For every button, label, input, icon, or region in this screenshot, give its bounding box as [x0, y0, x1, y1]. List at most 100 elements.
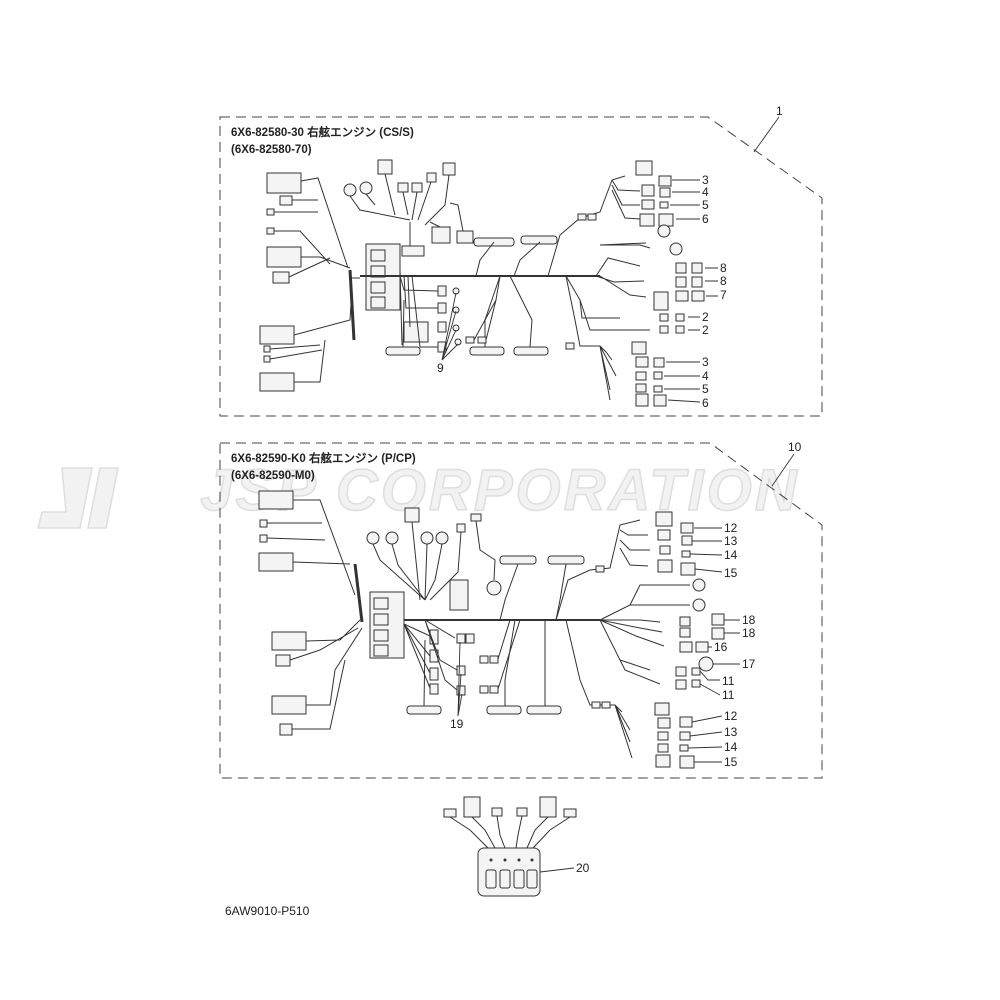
relay — [370, 296, 386, 309]
assembly-10-left-connectors — [258, 490, 364, 736]
assembly-10-outline — [219, 442, 823, 779]
connector — [681, 550, 691, 558]
connector — [456, 665, 466, 676]
connector — [657, 743, 669, 753]
connector — [680, 522, 694, 534]
callout: 12 — [724, 709, 738, 723]
connector — [377, 159, 393, 175]
assembly-10-part-number: 6X6-82590-K0 右舷エンジン (P/CP) — [231, 451, 416, 465]
round-connector — [692, 598, 706, 612]
module-20-leader — [539, 867, 575, 873]
connector — [266, 208, 275, 216]
connector — [659, 187, 671, 198]
callout: 5 — [702, 382, 709, 396]
relay — [370, 281, 386, 294]
figure-code: 6AW9010-P510 — [225, 904, 310, 918]
round-connector — [385, 531, 399, 545]
bullet-connector — [429, 683, 439, 695]
connector — [635, 383, 647, 393]
assembly-1-left-connectors — [259, 172, 360, 392]
multi-pin-connector — [266, 172, 302, 194]
connector — [641, 199, 655, 210]
assembly-10-ref-leader — [771, 453, 795, 487]
assembly-10-right-branch-upper — [555, 511, 725, 690]
connector — [679, 627, 691, 638]
connector — [272, 271, 290, 284]
bullet-connector — [437, 321, 447, 333]
multi-pin-connector — [259, 325, 295, 345]
connector — [465, 633, 475, 644]
connector — [653, 394, 667, 407]
connector — [691, 667, 701, 676]
connector — [679, 744, 689, 752]
multi-pin-connector — [258, 552, 294, 572]
assembly-1-right-branch-lower — [565, 275, 685, 407]
round-connector — [435, 531, 449, 545]
connector — [456, 685, 466, 696]
connector — [263, 345, 271, 353]
assembly-1-ref-leader — [753, 116, 780, 153]
callout: 3 — [702, 355, 709, 369]
connector — [491, 807, 503, 817]
connector — [653, 385, 663, 393]
callout: 17 — [742, 657, 756, 671]
connector — [691, 276, 703, 288]
connector — [479, 685, 489, 694]
connector — [587, 213, 597, 221]
assembly-1: 6X6-82580-30 右舷エンジン (CS/S) (6X6-82580-70… — [219, 104, 823, 417]
connector — [679, 641, 693, 653]
connector — [477, 336, 487, 344]
connector — [259, 519, 268, 528]
long-connector — [547, 555, 585, 565]
connector — [463, 796, 481, 818]
assembly-10-bottom-connectors — [406, 555, 585, 715]
callout: 2 — [702, 323, 709, 337]
round-connector — [669, 242, 683, 256]
assembly-1-part-number: 6X6-82580-30 右舷エンジン (CS/S) — [231, 125, 414, 139]
connector — [565, 342, 575, 350]
assembly-1-bottom-connectors — [385, 235, 558, 356]
connector — [675, 666, 687, 677]
connector — [675, 262, 687, 274]
connector — [635, 356, 649, 368]
callout: 6 — [702, 212, 709, 226]
connector — [635, 160, 653, 176]
fuse-holder — [449, 579, 469, 611]
connector — [657, 731, 669, 741]
connector — [456, 633, 466, 644]
callout: 15 — [724, 755, 738, 769]
connector — [443, 808, 457, 818]
bullet-connector — [437, 302, 447, 314]
multi-pin-connector — [271, 631, 307, 651]
round-connector — [692, 578, 706, 592]
connector — [679, 716, 693, 728]
round-connector — [420, 531, 434, 545]
long-connector — [486, 705, 522, 715]
callout: 8 — [720, 274, 727, 288]
connector — [675, 313, 685, 322]
connector — [442, 162, 456, 176]
switch — [526, 869, 538, 889]
connector — [653, 357, 665, 368]
callout: 11 — [722, 688, 735, 702]
assembly-10-top-connectors — [366, 507, 502, 611]
terminal — [452, 306, 460, 314]
connector — [591, 701, 601, 709]
connector — [675, 679, 687, 690]
switch-module-20: 20 — [443, 796, 590, 897]
assembly-10-relay-block — [369, 591, 405, 659]
connector — [653, 371, 663, 380]
callout: 6 — [702, 396, 709, 410]
assembly-10-callouts: 12 13 14 15 18 18 16 17 11 11 12 13 14 1… — [450, 521, 756, 769]
connector — [404, 507, 420, 523]
connector — [456, 523, 466, 533]
connector — [675, 276, 687, 288]
long-connector — [520, 235, 558, 245]
multi-pin-connector — [271, 695, 307, 715]
connector-group — [403, 321, 429, 343]
callout: 3 — [702, 173, 709, 187]
assembly-1-right-branch-upper — [547, 160, 705, 311]
callout: 2 — [702, 310, 709, 324]
connector — [711, 613, 725, 626]
connector — [479, 655, 489, 664]
